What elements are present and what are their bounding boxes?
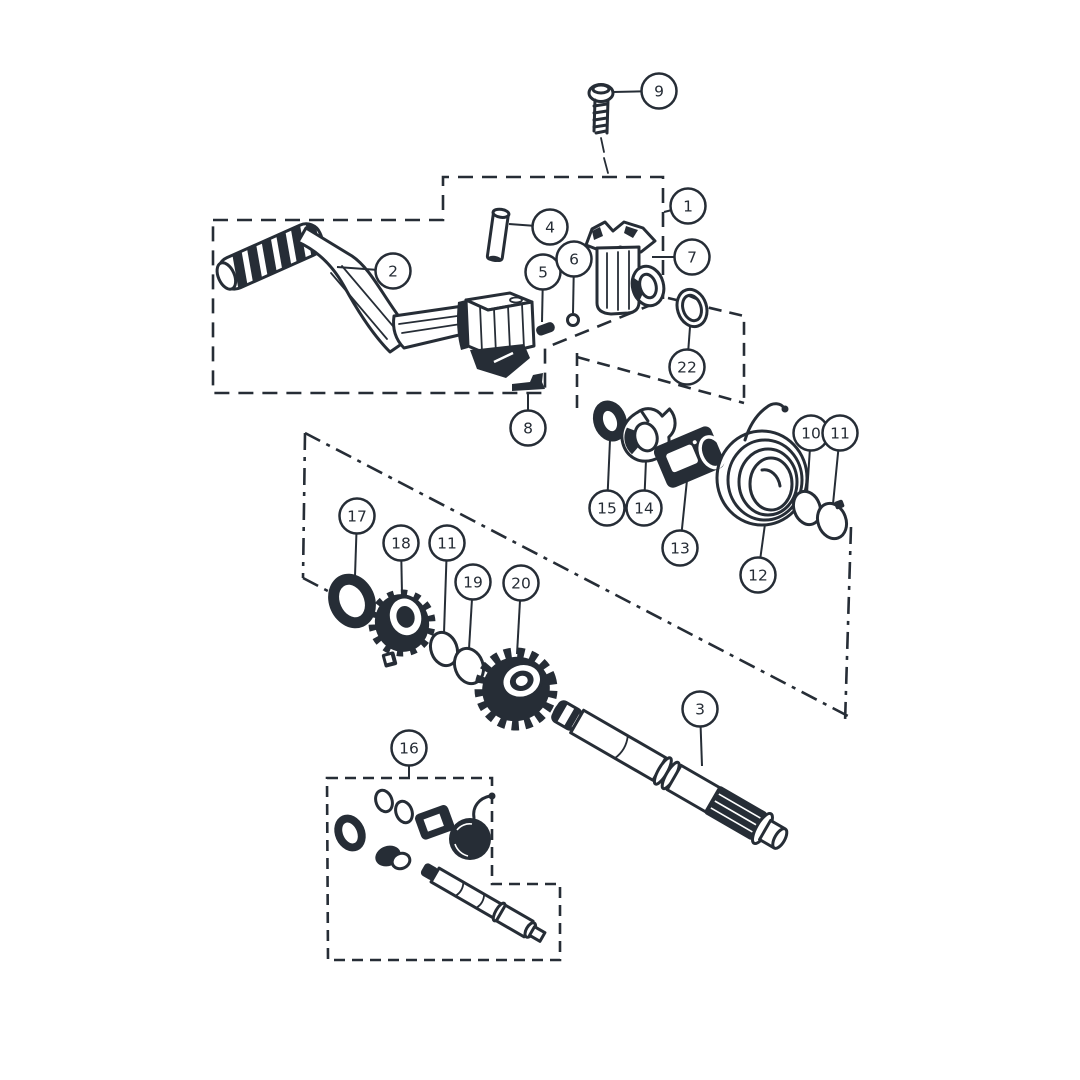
callout-7: 7 xyxy=(652,238,711,276)
callout-13: 13 xyxy=(661,479,699,567)
callout-label: 13 xyxy=(670,540,690,558)
callout-label: 18 xyxy=(391,535,411,553)
callout-balloon xyxy=(669,187,707,225)
callout-balloon xyxy=(625,489,663,527)
callout-balloon xyxy=(673,238,711,276)
callout-12: 12 xyxy=(739,523,777,594)
oring-17-part xyxy=(328,573,376,629)
circlip-11-part xyxy=(815,499,849,541)
callout-19: 19 xyxy=(454,563,492,650)
callout-label: 22 xyxy=(677,359,697,377)
callout-4: 4 xyxy=(508,208,569,246)
callout-10: 10 xyxy=(792,414,830,494)
washer-22-part xyxy=(675,287,709,329)
callout-label: 6 xyxy=(569,251,579,269)
callout-balloon xyxy=(428,524,466,562)
pivot-pin-part xyxy=(485,207,511,263)
callout-balloon xyxy=(509,409,547,447)
callout-balloon xyxy=(640,72,678,110)
callout-label: 14 xyxy=(634,500,654,518)
idle-gear-part xyxy=(474,647,558,731)
callout-14: 14 xyxy=(625,459,663,527)
callout-label: 9 xyxy=(654,83,664,101)
callout-1: 1 xyxy=(663,187,707,225)
callout-label: 12 xyxy=(748,567,768,585)
group-box-repair-kit xyxy=(325,776,562,962)
callout-label: 17 xyxy=(347,508,367,526)
ball-part xyxy=(566,313,580,327)
callout-5: 5 xyxy=(524,253,562,323)
callout-balloon xyxy=(338,497,376,535)
group-box-washer-22 xyxy=(575,296,746,410)
callout-label: 16 xyxy=(399,740,419,758)
callout-label: 3 xyxy=(695,701,705,719)
callout-balloon xyxy=(821,414,859,452)
washer-10-part xyxy=(791,489,823,527)
callout-balloon xyxy=(502,564,540,602)
collar-part xyxy=(653,426,726,488)
callout-label: 11 xyxy=(830,425,850,443)
clip-part xyxy=(512,373,545,391)
kick-shaft-part xyxy=(551,700,789,850)
callout-label: 20 xyxy=(511,575,531,593)
callout-balloon xyxy=(382,524,420,562)
callout-20: 20 xyxy=(502,564,540,655)
callout-balloon xyxy=(374,252,412,290)
bolt-part xyxy=(587,83,615,174)
callout-8: 8 xyxy=(509,393,547,447)
callout-11: 11 xyxy=(821,414,859,505)
kick-lever-part xyxy=(215,219,536,378)
callout-balloon xyxy=(681,690,719,728)
callout-balloon xyxy=(661,529,699,567)
callout-label: 10 xyxy=(801,425,821,443)
callout-balloon xyxy=(390,729,428,767)
kick-boss-part xyxy=(584,220,666,316)
seal-part xyxy=(592,400,628,442)
spring-pin-part xyxy=(536,322,555,336)
callout-label: 2 xyxy=(388,263,398,281)
callout-22: 22 xyxy=(668,326,706,386)
callout-balloon xyxy=(531,208,569,246)
callout-16: 16 xyxy=(390,729,428,777)
callout-label: 5 xyxy=(538,264,548,282)
callout-9: 9 xyxy=(612,72,678,110)
group-box-kick-lever-assembly xyxy=(211,175,665,395)
callout-balloon xyxy=(555,240,593,278)
callout-label: 8 xyxy=(523,420,533,438)
callout-label: 7 xyxy=(687,249,697,267)
washer-19-part xyxy=(452,646,486,686)
callout-balloon xyxy=(588,489,626,527)
callout-label: 4 xyxy=(545,219,555,237)
callout-6: 6 xyxy=(555,240,593,314)
washer-11-part xyxy=(428,630,460,668)
callout-label: 15 xyxy=(597,500,617,518)
callout-2: 2 xyxy=(336,252,412,290)
callout-balloon xyxy=(668,348,706,386)
callout-3: 3 xyxy=(681,690,719,767)
callout-18: 18 xyxy=(382,524,420,595)
callout-15: 15 xyxy=(588,439,626,527)
callout-label: 1 xyxy=(683,198,693,216)
ratchet-wheel-part xyxy=(368,589,436,668)
callout-label: 19 xyxy=(463,574,483,592)
repair-kit-parts xyxy=(334,788,547,943)
callout-11: 11 xyxy=(428,524,466,634)
callout-17: 17 xyxy=(338,497,376,577)
callout-balloon xyxy=(739,556,777,594)
callout-label: 11 xyxy=(437,535,457,553)
callout-balloon xyxy=(454,563,492,601)
